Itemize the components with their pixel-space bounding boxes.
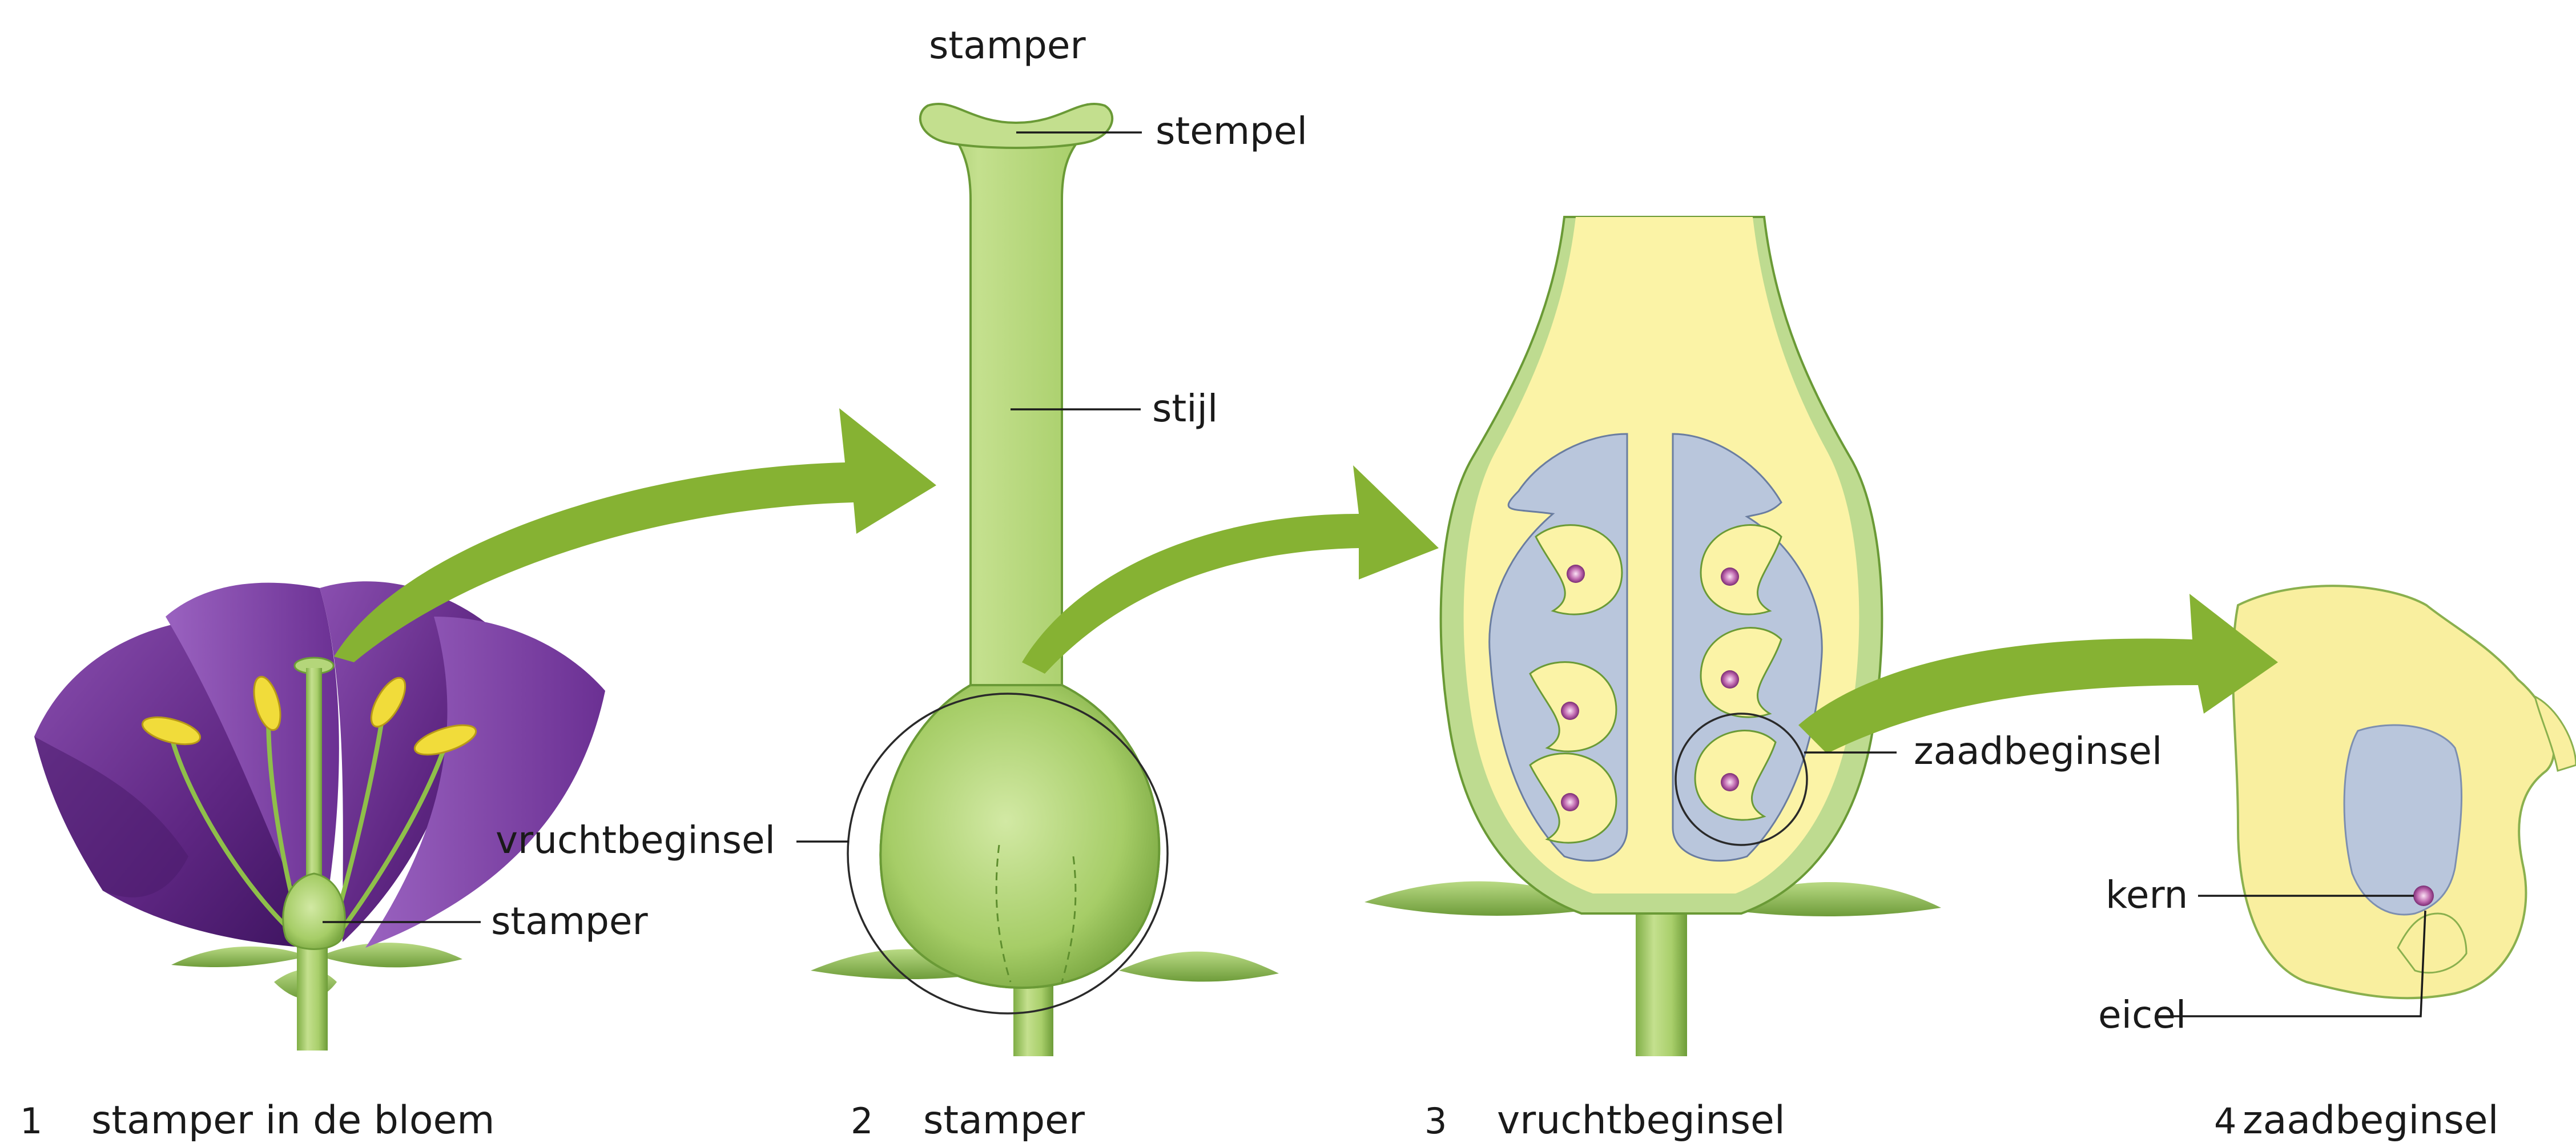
label-top-stamper: stamper xyxy=(929,23,1086,67)
label-vruchtbeginsel: vruchtbeginsel xyxy=(496,818,775,862)
pistil-illustration xyxy=(811,104,1279,1056)
caption-text-4: zaadbeginsel xyxy=(2243,1098,2499,1143)
ovary-section-illustration xyxy=(1365,217,1941,1056)
flower-illustration xyxy=(34,581,605,1051)
label-stijl: stijl xyxy=(1152,387,1218,430)
caption-number-3: 3 xyxy=(1424,1100,1447,1142)
caption-number-2: 2 xyxy=(851,1100,873,1142)
label-flower-stamper: stamper xyxy=(491,899,649,943)
label-eicel: eicel xyxy=(2098,993,2186,1037)
caption-number-4: 4 xyxy=(2214,1100,2236,1142)
label-stempel: stempel xyxy=(1156,109,1307,153)
label-zaadbeginsel: zaadbeginsel xyxy=(1914,729,2162,773)
arrow-2-icon xyxy=(1022,465,1439,674)
label-kern: kern xyxy=(2106,873,2188,917)
caption-number-1: 1 xyxy=(20,1100,42,1142)
caption-text-2: stamper xyxy=(923,1098,1085,1143)
caption-text-3: vruchtbeginsel xyxy=(1497,1098,1785,1143)
ovule-illustration xyxy=(2233,586,2576,998)
caption-text-1: stamper in de bloem xyxy=(91,1098,495,1143)
